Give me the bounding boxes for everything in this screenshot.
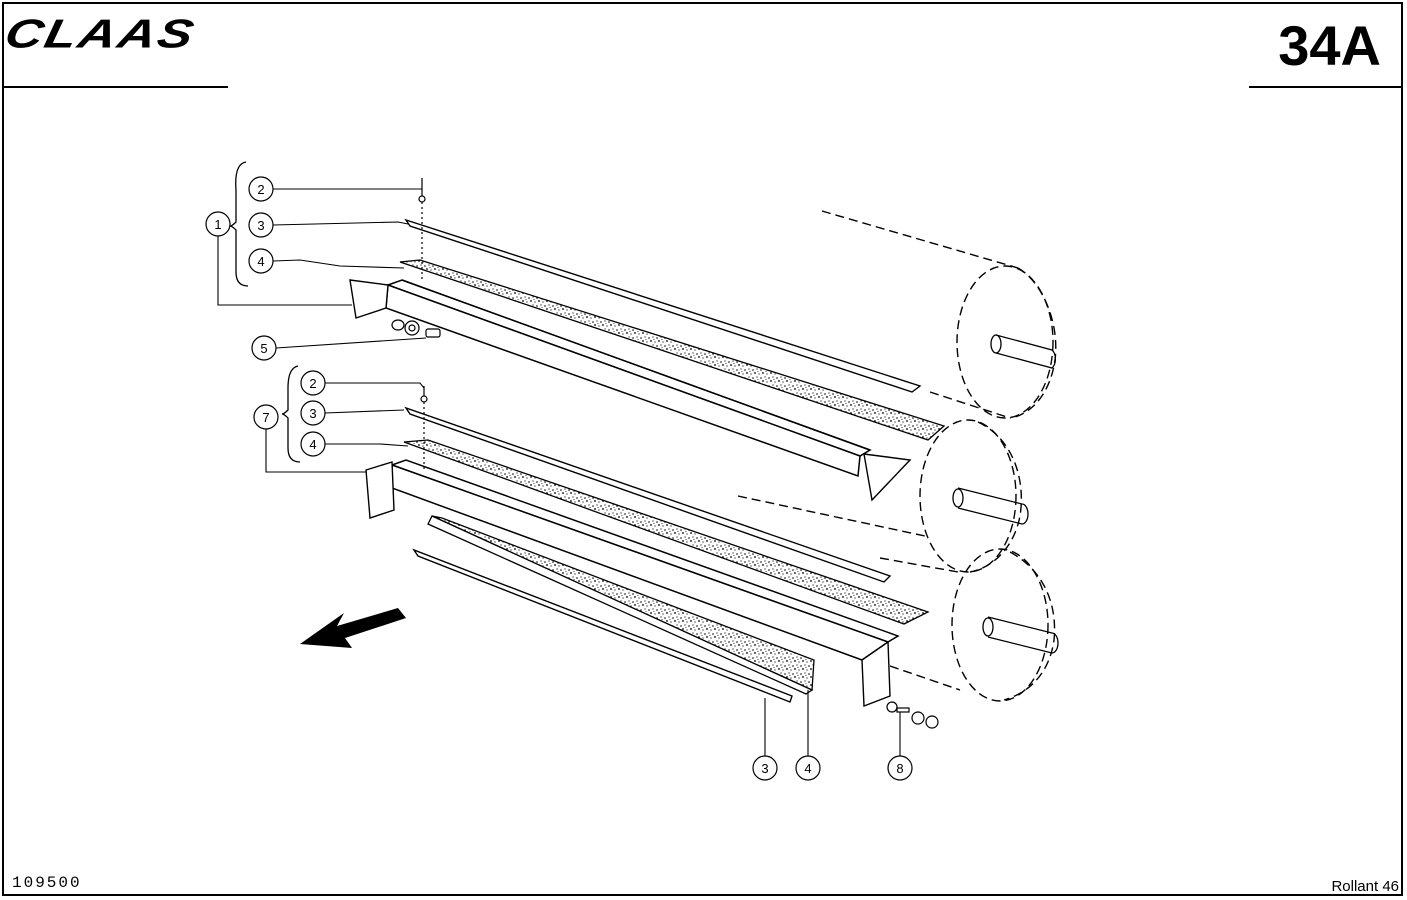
lower-lining [403,439,930,625]
callout-4-lower: 4 [300,431,326,457]
svg-text:3: 3 [257,218,264,233]
lower-strip [404,406,892,583]
lower-bracket-left [365,461,395,519]
svg-text:4: 4 [309,437,316,452]
svg-text:4: 4 [804,761,811,776]
callout-5: 5 [251,335,277,361]
callout-3-lower: 3 [300,400,326,426]
roller-top [821,210,1057,419]
brace-group-7 [281,365,301,463]
svg-text:4: 4 [257,254,264,269]
callout-2-upper: 2 [248,176,274,202]
roller-middle-shaft [952,487,1029,525]
upper-bracket-left [349,279,389,319]
model-name: Rollant 46 [1331,878,1399,895]
callout-4-front: 4 [795,755,821,781]
svg-text:2: 2 [309,376,316,391]
svg-text:7: 7 [262,410,269,425]
roller-bottom [889,548,1056,702]
upper-strip [404,218,922,393]
svg-text:3: 3 [761,761,768,776]
brace-group-1 [229,161,249,287]
front-lining [427,515,815,695]
svg-text:3: 3 [309,406,316,421]
svg-text:5: 5 [260,341,267,356]
front-strip [412,548,793,703]
upper-bracket-right [863,453,912,502]
callout-2-lower: 2 [300,370,326,396]
svg-text:2: 2 [257,182,264,197]
header-rule-left [4,86,228,88]
upper-screw [418,178,426,280]
roller-middle [737,419,1022,573]
direction-arrow-icon [300,608,406,648]
callout-3-upper: 3 [248,212,274,238]
header-rule-right [1249,86,1401,88]
callout-3-front: 3 [752,755,778,781]
leader-lines [217,188,901,756]
callout-8: 8 [887,755,913,781]
upper-angle-bar [385,279,872,478]
svg-text:8: 8 [896,761,903,776]
lower-screw [420,386,428,470]
roller-bottom-shaft [982,616,1059,654]
roller-top-shaft [990,334,1056,369]
page-number: 34A [1278,14,1381,77]
upper-lining [399,259,946,441]
lower-bolt-set [886,701,939,729]
upper-bolt-set [391,319,441,338]
svg-text:1: 1 [214,217,221,232]
document-number: 109500 [12,874,82,892]
callout-7: 7 [253,404,279,430]
callout-1: 1 [205,211,231,237]
callout-4-upper: 4 [248,248,274,274]
lower-bracket-right [861,640,891,708]
